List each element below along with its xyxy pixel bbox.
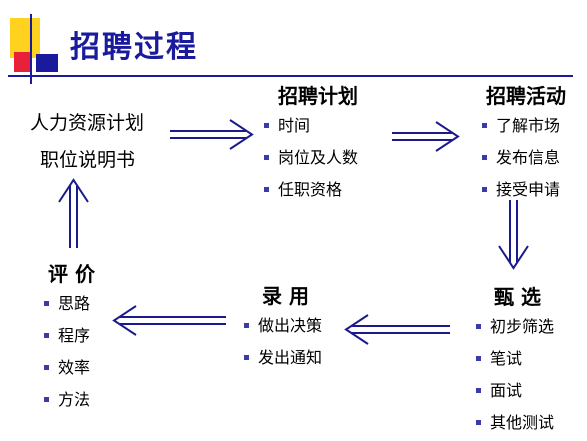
page-title: 招聘过程 (70, 30, 198, 65)
bullet-icon (44, 365, 49, 370)
bullet-icon (244, 355, 249, 360)
decor-yellow-square (10, 18, 40, 58)
bullet-icon (244, 323, 249, 328)
arrow-down (498, 200, 529, 270)
evaluation-title: 评 价 (48, 262, 95, 286)
bullet-icon (264, 187, 269, 192)
decor-red-square (14, 52, 32, 72)
bullet-icon (44, 333, 49, 338)
arrow-right-1 (170, 119, 254, 150)
bullet-icon (264, 155, 269, 160)
bullet-icon (482, 123, 487, 128)
item-text: 做出决策 (258, 316, 323, 335)
item-text: 初步筛选 (490, 317, 555, 336)
item-text: 接受申请 (496, 180, 561, 199)
evaluation-list: 思路 程序 效率 方法 (44, 288, 90, 416)
bullet-icon (476, 324, 481, 329)
item-text: 笔试 (490, 349, 523, 368)
item-text: 发出通知 (258, 348, 323, 367)
bullet-icon (476, 388, 481, 393)
arrow-left-2 (112, 305, 226, 336)
list-item: 做出决策 (244, 310, 322, 342)
list-item: 其他测试 (476, 407, 554, 439)
list-item: 初步筛选 (476, 311, 554, 343)
list-item: 思路 (44, 288, 90, 320)
item-text: 效率 (58, 358, 91, 377)
title-underline (8, 75, 573, 77)
bullet-icon (264, 123, 269, 128)
item-text: 程序 (58, 326, 91, 345)
list-item: 时间 (264, 110, 358, 142)
arrow-right-2 (392, 121, 460, 152)
bullet-icon (44, 301, 49, 306)
bullet-icon (476, 420, 481, 425)
list-item: 了解市场 (482, 110, 560, 142)
recruit-plan-list: 时间 岗位及人数 任职资格 (264, 110, 358, 206)
item-text: 思路 (58, 294, 91, 313)
plan-line-1: 人力资源计划 (30, 112, 145, 134)
list-item: 任职资格 (264, 174, 358, 206)
bullet-icon (44, 397, 49, 402)
hiring-title: 录 用 (262, 284, 309, 308)
list-item: 面试 (476, 375, 554, 407)
hiring-list: 做出决策 发出通知 (244, 310, 322, 374)
list-item: 岗位及人数 (264, 142, 358, 174)
list-item: 方法 (44, 384, 90, 416)
bullet-icon (482, 187, 487, 192)
screening-list: 初步筛选 笔试 面试 其他测试 (476, 311, 554, 439)
list-item: 发出通知 (244, 342, 322, 374)
item-text: 时间 (278, 116, 311, 135)
recruit-plan-title: 招聘计划 (278, 84, 358, 108)
screening-title: 甄 选 (494, 285, 541, 309)
item-text: 面试 (490, 381, 523, 400)
list-item: 笔试 (476, 343, 554, 375)
decor-blue-square (36, 54, 58, 72)
plan-line-2: 职位说明书 (40, 149, 136, 171)
item-text: 方法 (58, 390, 91, 409)
item-text: 任职资格 (278, 180, 343, 199)
list-item: 效率 (44, 352, 90, 384)
recruit-activity-title: 招聘活动 (486, 84, 566, 108)
list-item: 接受申请 (482, 174, 560, 206)
arrow-up (58, 178, 89, 248)
list-item: 发布信息 (482, 142, 560, 174)
arrow-left-1 (344, 314, 450, 345)
bullet-icon (482, 155, 487, 160)
recruit-activity-list: 了解市场 发布信息 接受申请 (482, 110, 560, 206)
bullet-icon (476, 356, 481, 361)
decor-vertical-line (30, 14, 32, 84)
item-text: 了解市场 (496, 116, 561, 135)
item-text: 岗位及人数 (278, 148, 359, 167)
list-item: 程序 (44, 320, 90, 352)
item-text: 其他测试 (490, 413, 555, 432)
item-text: 发布信息 (496, 148, 561, 167)
